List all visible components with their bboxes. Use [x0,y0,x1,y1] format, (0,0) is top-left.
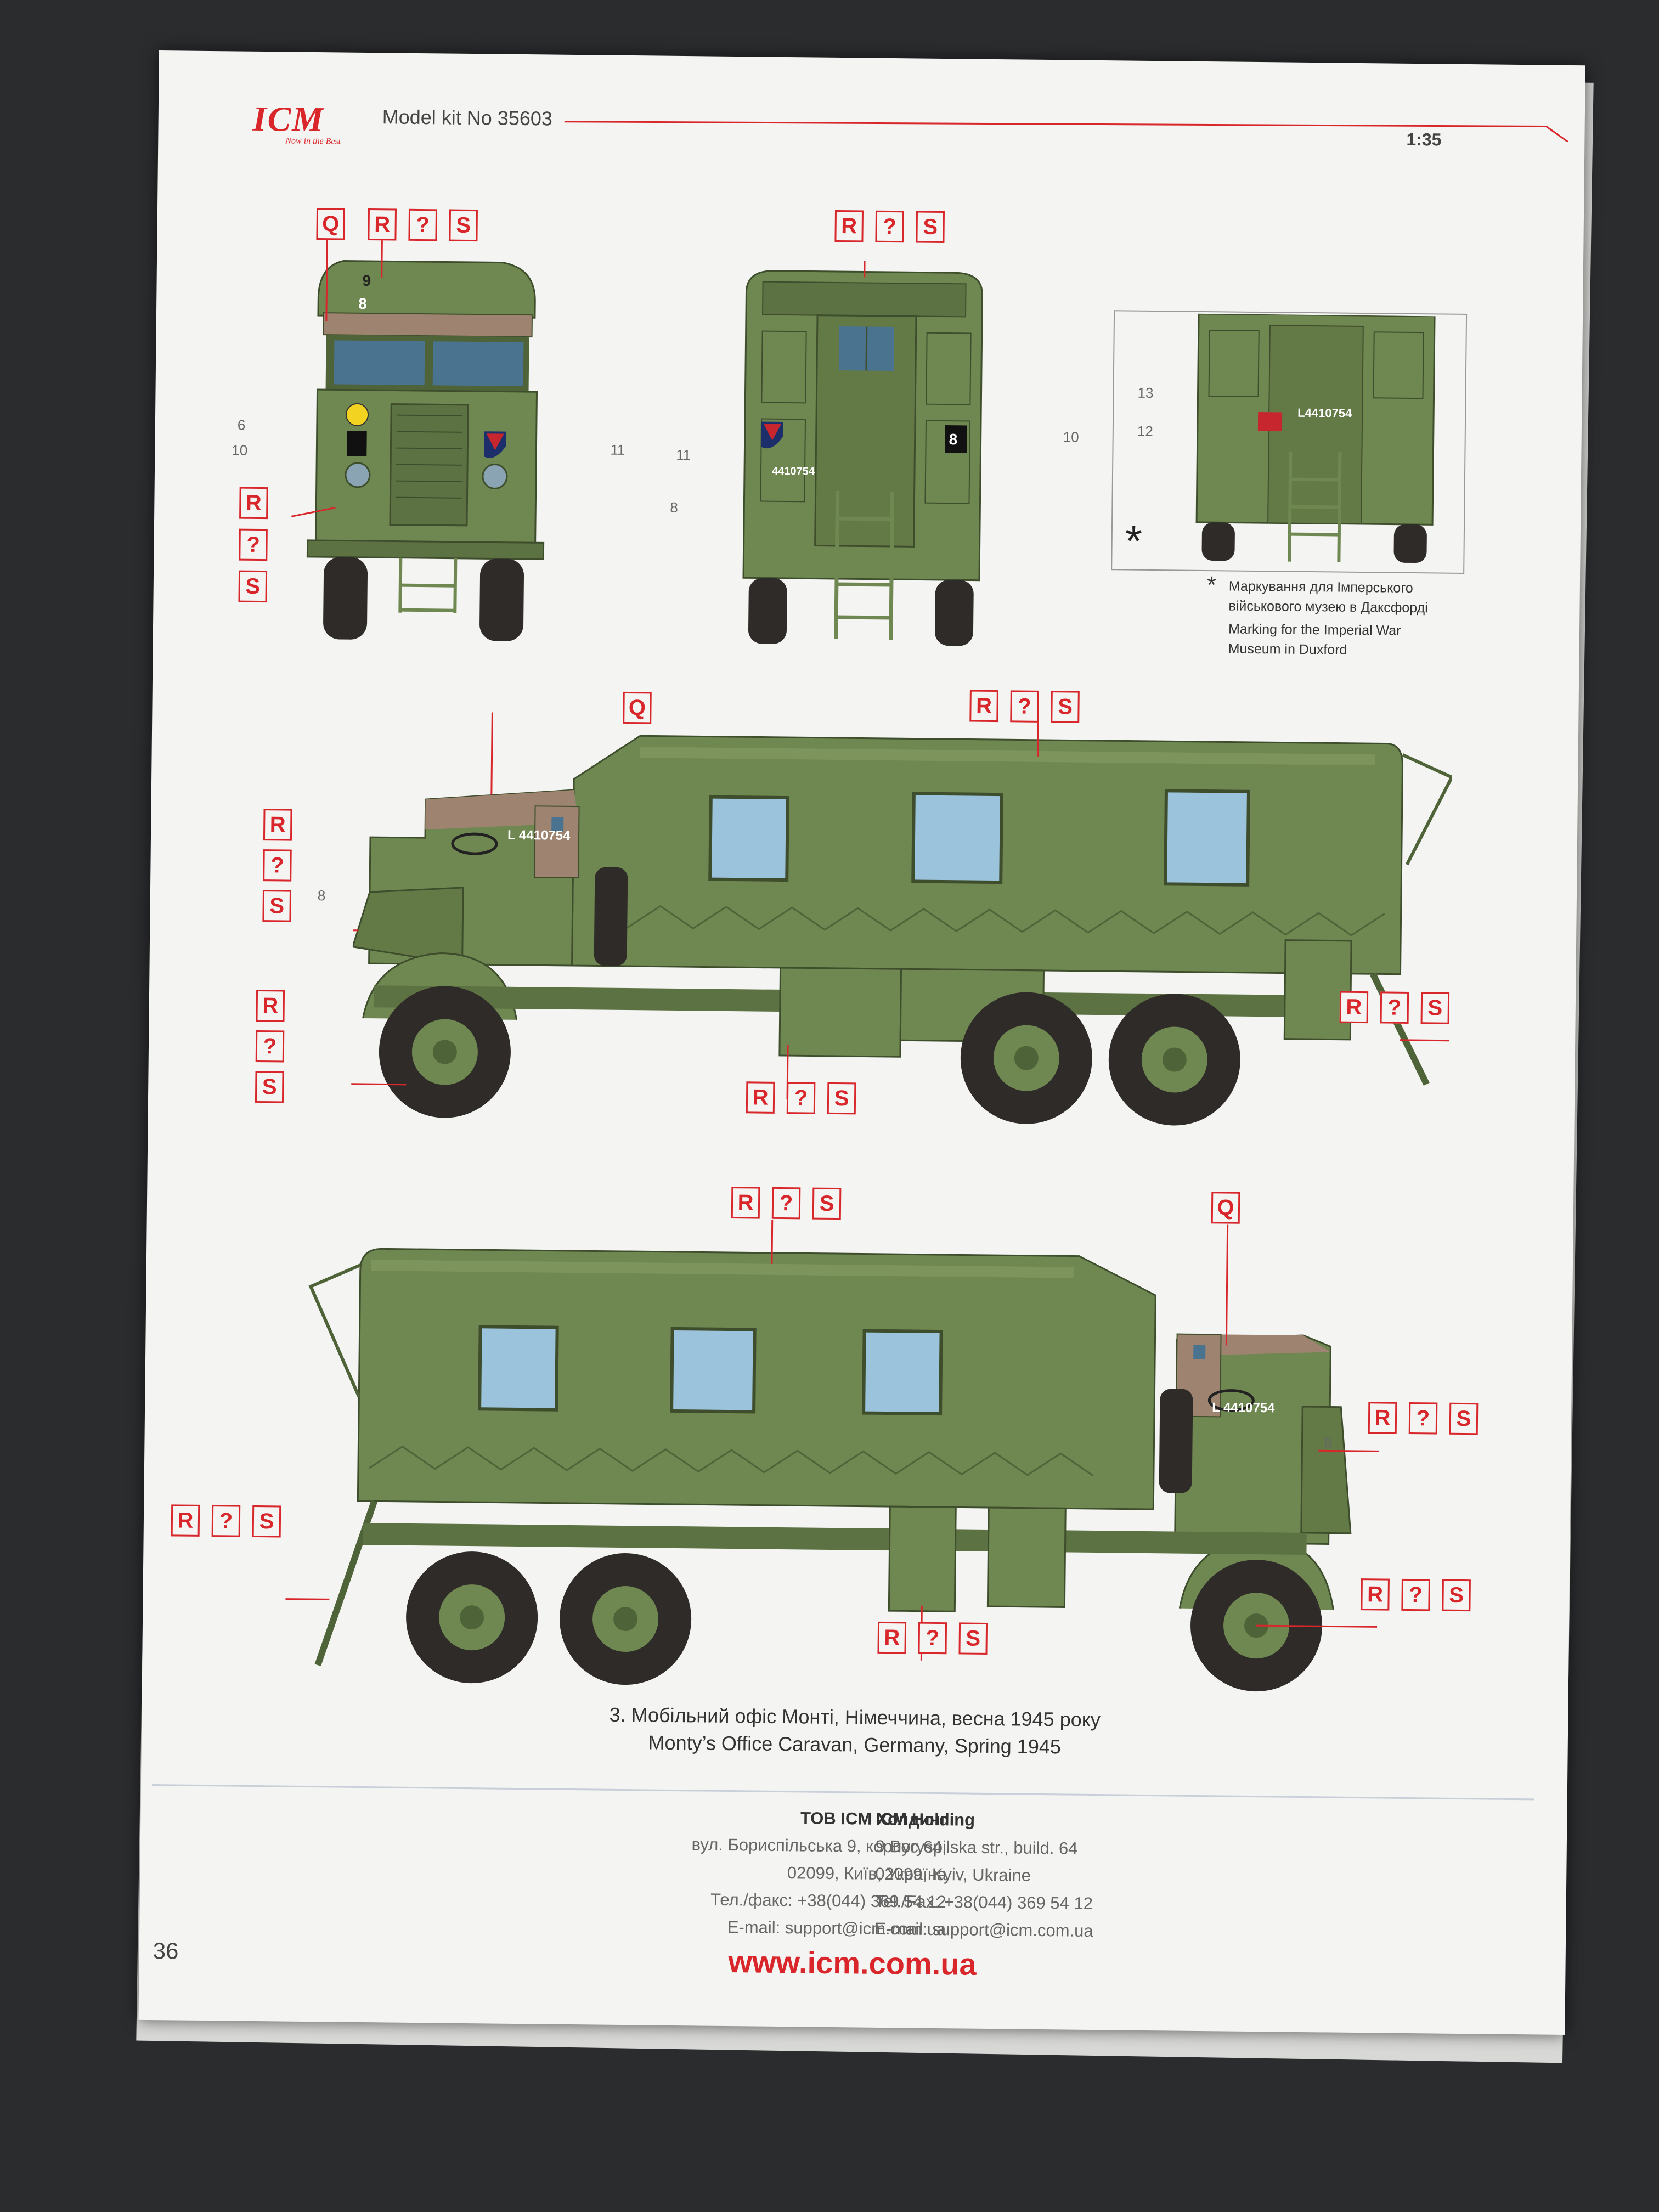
code-s: S [812,1187,842,1220]
code-r: R [256,989,285,1022]
code-s: S [1420,992,1450,1024]
note-line-en-1: Marking for the Imperial War [1228,621,1401,639]
website-url[interactable]: www.icm.com.ua [728,1944,977,1982]
code-s: S [449,209,478,242]
code-r: R [969,690,998,723]
code-r: R [368,208,397,241]
front-reg-number: 9 [362,272,371,290]
logo-text: ICM [252,99,325,139]
callout-11: 11 [676,446,691,464]
code-unknown: ? [771,1187,801,1220]
code-unknown: ? [408,208,437,241]
code-s: S [252,1505,281,1538]
scale-label: 1:35 [1406,129,1442,150]
duxford-note: Маркування для Імперського військового м… [1228,576,1428,661]
code-r: R [171,1504,200,1537]
code-r: R [239,487,268,520]
rear-roof-codes: R ? S [834,210,945,244]
code-r: R [731,1187,760,1219]
callout-6: 6 [237,416,246,433]
instruction-page: ICM Now in the Best Model kit No 35603 1… [138,50,1585,2035]
left-roof-codes: R ? S [969,690,1080,723]
code-q: Q [623,691,652,724]
right-locker-codes: R ? S [877,1621,988,1655]
code-unknown: ? [1010,690,1039,723]
code-r: R [746,1081,775,1114]
code-s: S [1449,1402,1479,1435]
note-asterisk: * [1206,572,1217,599]
right-awning-codes: R ? S [171,1504,281,1538]
kit-number: Model kit No 35603 [382,105,553,130]
callout-12: 12 [1137,422,1153,440]
code-s: S [958,1622,988,1655]
code-r: R [834,210,864,242]
code-s: S [916,211,945,244]
callout-13: 13 [1137,384,1154,402]
code-unknown: ? [1408,1402,1438,1435]
logo-tagline: Now in the Best [285,136,341,146]
code-s: S [1442,1579,1471,1612]
left-side-plate: L 4410754 [507,827,571,843]
scheme-caption: 3. Мобільний офіс Монті, Німеччина, весн… [142,1696,1568,1766]
header-rule [564,121,1569,143]
icm-logo: ICM Now in the Best [252,99,341,147]
callout-10: 10 [1063,428,1079,445]
right-side-plate: L 4410754 [1212,1400,1275,1416]
footer-en: ICM Holding 9 Boryspilska str., build. 6… [874,1805,1315,1947]
callout-10: 10 [232,442,248,459]
rear-reg-plate: 4410754 [771,465,815,478]
footer-en-addr2: 02099, Kyiv, Ukraine [875,1864,1031,1885]
code-r: R [1339,991,1369,1024]
code-q: Q [1211,1192,1240,1224]
footer-en-email: E-mail: support@icm.com.ua [874,1918,1093,1941]
note-line-ua-1: Маркування для Імперського [1228,578,1413,596]
rear-view-illustration [742,259,983,646]
code-unknown: ? [1380,991,1409,1024]
front-view-illustration [290,233,545,641]
note-line-ua-2: військового музею в Даксфорді [1228,598,1428,616]
footer-en-phone: Tel./Fax: +38(044) 369 54 12 [874,1891,1093,1914]
right-roof-codes: R ? S [731,1187,842,1220]
code-unknown: ? [263,849,292,882]
code-unknown: ? [875,210,905,243]
code-r: R [1361,1578,1390,1611]
footer-en-company: ICM Holding [876,1809,975,1830]
code-q: Q [316,208,346,240]
code-unknown: ? [786,1082,816,1114]
code-r: R [1368,1402,1397,1434]
callout-8: 8 [670,499,678,516]
rear-unit-badge: 8 [949,431,958,448]
code-r: R [263,809,292,841]
code-unknown: ? [255,1030,285,1063]
left-awning-codes: R ? S [1339,991,1450,1024]
right-side-illustration [284,1215,1379,1692]
left-side-illustration [350,710,1453,1126]
code-unknown: ? [1401,1578,1430,1611]
code-s: S [238,570,268,603]
duxford-inset-illustration [1195,313,1436,563]
inset-reg-plate: L4410754 [1297,405,1352,420]
footer-rule [151,1784,1534,1801]
right-wheel-codes: R ? S [1361,1578,1471,1612]
callout-8: 8 [1324,1434,1333,1451]
code-s: S [255,1070,284,1103]
front-unit-badge: 8 [358,295,367,312]
code-s: S [1051,691,1080,723]
callout-11: 11 [610,441,625,458]
inset-asterisk: * [1125,516,1143,566]
code-r: R [877,1621,907,1654]
footer-en-addr1: 9 Boryspilska str., build. 64 [875,1836,1078,1858]
page-number: 36 [153,1938,179,1964]
note-line-en-2: Museum in Duxford [1228,641,1347,658]
right-hood-codes: R ? S [1368,1402,1479,1435]
callout-8: 8 [317,887,326,904]
code-s: S [262,890,291,922]
left-locker-codes: R ? S [746,1081,856,1115]
code-unknown: ? [918,1622,947,1655]
front-roof-codes: Q R ? S [316,208,478,242]
code-unknown: ? [239,528,268,561]
code-unknown: ? [211,1505,241,1537]
code-s: S [827,1082,856,1115]
